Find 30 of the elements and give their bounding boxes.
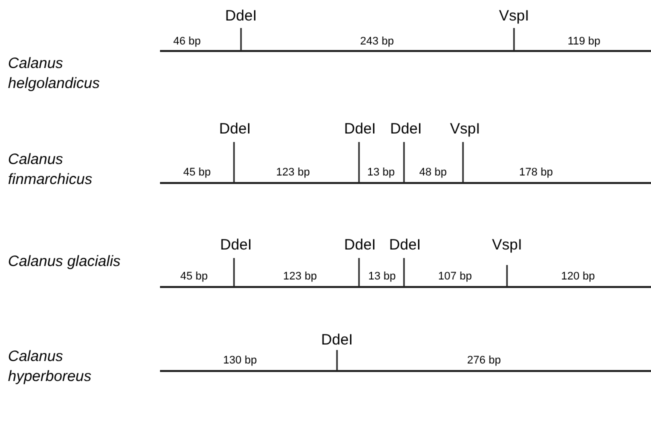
fragment-length-label: 46 bp [172,36,202,48]
enzyme-site-label: VspI [499,8,529,24]
fragment-length-label: 45 bp [182,168,212,178]
enzyme-site-label: VspI [492,238,522,252]
enzyme-site-label: DdeI [390,122,422,136]
fragment-length-label: 13 bp [366,168,396,178]
species-name: Calanus finmarchicus [8,150,94,190]
fragment-length-label: 123 bp [275,168,311,178]
fragment-length-label: 119 bp [566,36,602,48]
enzyme-site-label: DdeI [220,238,252,252]
fragment-length-label: 107 bp [437,272,473,282]
enzyme-site-label: DdeI [321,332,353,348]
fragment-length-label: 120 bp [560,272,596,282]
fragment-length-label: 48 bp [418,168,448,178]
enzyme-site-label: DdeI [344,122,376,136]
fragment-length-label: 130 bp [222,356,258,366]
fragment-length-label: 45 bp [179,272,209,282]
fragment-length-label: 178 bp [518,168,554,178]
enzyme-site-label: VspI [450,122,480,136]
enzyme-site-label: DdeI [389,238,421,252]
species-name: Calanus helgolandicus [8,54,101,94]
species-name: Calanus glacialis [8,252,122,272]
species-name: Calanus hyperboreus [8,347,92,387]
enzyme-site-label: DdeI [344,238,376,252]
enzyme-site-label: DdeI [225,8,257,24]
fragment-length-label: 123 bp [282,272,318,282]
fragment-length-label: 243 bp [359,36,395,48]
fragment-length-label: 276 bp [466,356,502,366]
fragment-length-label: 13 bp [367,272,397,282]
enzyme-site-label: DdeI [219,122,251,136]
